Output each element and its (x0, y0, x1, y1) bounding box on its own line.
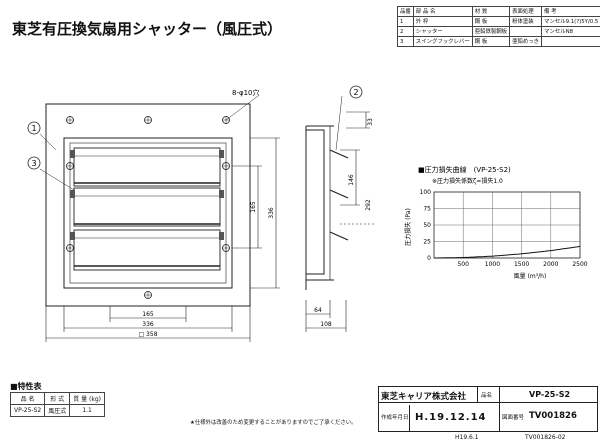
parts-table: 品番 部 品 名 材 質 表面処理 備 考 1 外 枠 鋼 板 粉体塗装 マンセ… (397, 6, 600, 47)
chart-x-tick-label: 500 (457, 261, 469, 268)
side-blades (329, 149, 349, 241)
dim-64: 64 (314, 307, 322, 314)
chart-y-tick-label: 75 (423, 206, 431, 213)
chart-series-line (434, 245, 581, 259)
callout-2-circle (349, 85, 363, 99)
table-cell: 1.1 (69, 404, 105, 417)
chart-xlabel: 風量 (m³/h) (514, 273, 547, 280)
footer-left: H19.6.1 (455, 434, 479, 441)
mounting-holes (66, 116, 230, 299)
dim-292: 292 (365, 199, 372, 211)
note-text: ★仕様外は改善のため変更することがありますのでご了承ください。 (190, 420, 357, 426)
chart-ticks: 0 25 50 75 100 500 1000 1500 2000 2500 (420, 189, 588, 268)
doc-number: TV001826 (529, 411, 577, 421)
dim-165-right: 165 (250, 201, 257, 213)
inner-opening (63, 137, 233, 289)
hole-leader (225, 95, 259, 121)
table-row: VP-25-S2 風圧式 1.1 (9, 404, 105, 417)
dim-336-right: 336 (268, 207, 275, 219)
callout-2-leader (335, 95, 343, 151)
footer-right: TV001826-02 (525, 434, 566, 441)
side-view (305, 85, 376, 332)
callout-1-label: 1 (31, 124, 36, 133)
hinge-blocks (70, 150, 224, 240)
dim-358-bottom: □ 358 (138, 331, 157, 338)
dim-146: 146 (348, 174, 355, 186)
chart-x-tick-label: 1000 (485, 261, 500, 268)
shutter-area (69, 142, 227, 284)
dim-165-bottom: 165 (142, 311, 154, 318)
chart-subtitle: ※圧力損失係数ζ=損失1.0 (432, 177, 503, 185)
doc-label: 図面番号 (502, 415, 525, 421)
hole-label: 8-φ10穴 (232, 88, 260, 97)
callout-1-leader (39, 133, 57, 151)
side-dims (305, 111, 376, 332)
spec-table-title: ■特性表 (10, 382, 42, 391)
table-cell: 風圧式 (44, 404, 71, 417)
callout-1-circle (27, 121, 41, 135)
spec-header-cell: 形 式 (44, 392, 71, 405)
spec-header-cell: 品 名 (9, 392, 46, 405)
dim-336-bottom: 336 (142, 321, 154, 328)
callout-3-circle (27, 156, 41, 170)
drawing-title: 東芝有圧換気扇用シャッター（風圧式） (12, 20, 283, 38)
chart-x-tick-label: 2500 (572, 261, 587, 268)
outer-frame (45, 103, 251, 307)
table-cell: 鋼 板 (471, 36, 511, 47)
table-cell: VP-25-S2 (9, 404, 46, 417)
dim-108: 108 (320, 321, 332, 328)
company-name: 東芝キャリア株式会社 (381, 392, 467, 402)
chart-grid (433, 191, 581, 259)
chart-x-tick-label: 1500 (514, 261, 529, 268)
chart-ylabel: 圧力損失 (Pa) (404, 208, 412, 246)
shutter-blades (73, 147, 221, 271)
table-row: 3 スイングフックレバー 鋼 板 亜鉛めっき (397, 36, 600, 47)
model-number: VP-25-S2 (529, 390, 571, 399)
front-bottom-dims (45, 306, 251, 342)
spec-table: 品 名 形 式 質 量 (kg) VP-25-S2 風圧式 1.1 (9, 392, 105, 417)
title-block: 東芝キャリア株式会社 品名 VP-25-S2 作成年月日 H.19.12.14 … (378, 386, 598, 432)
spec-table-header: 品 名 形 式 質 量 (kg) (9, 392, 105, 405)
chart-y-tick-label: 0 (427, 255, 431, 262)
chart-y-tick-label: 25 (423, 239, 431, 246)
name-label: 品名 (481, 393, 493, 399)
callout-3-leader (39, 168, 75, 191)
chart-x-tick-label: 2000 (543, 261, 558, 268)
callout-2-label: 2 (353, 88, 358, 97)
chart-y-tick-label: 50 (423, 222, 431, 229)
date-label: 作成年月日 (381, 415, 409, 421)
pressure-loss-chart: ■圧力損失曲線 (VP-25-S2) ※圧力損失係数ζ=損失1.0 圧力損失 (… (404, 165, 588, 280)
chart-y-tick-label: 100 (420, 189, 432, 196)
front-view (27, 95, 280, 342)
spec-header-cell: 質 量 (kg) (69, 392, 105, 405)
dim-33: 33 (367, 118, 374, 126)
side-body (305, 129, 325, 275)
callout-3-label: 3 (31, 159, 36, 168)
front-right-dims (232, 137, 280, 289)
drawing-date: H.19.12.14 (415, 412, 487, 423)
chart-title: ■圧力損失曲線 (VP-25-S2) (418, 165, 511, 174)
